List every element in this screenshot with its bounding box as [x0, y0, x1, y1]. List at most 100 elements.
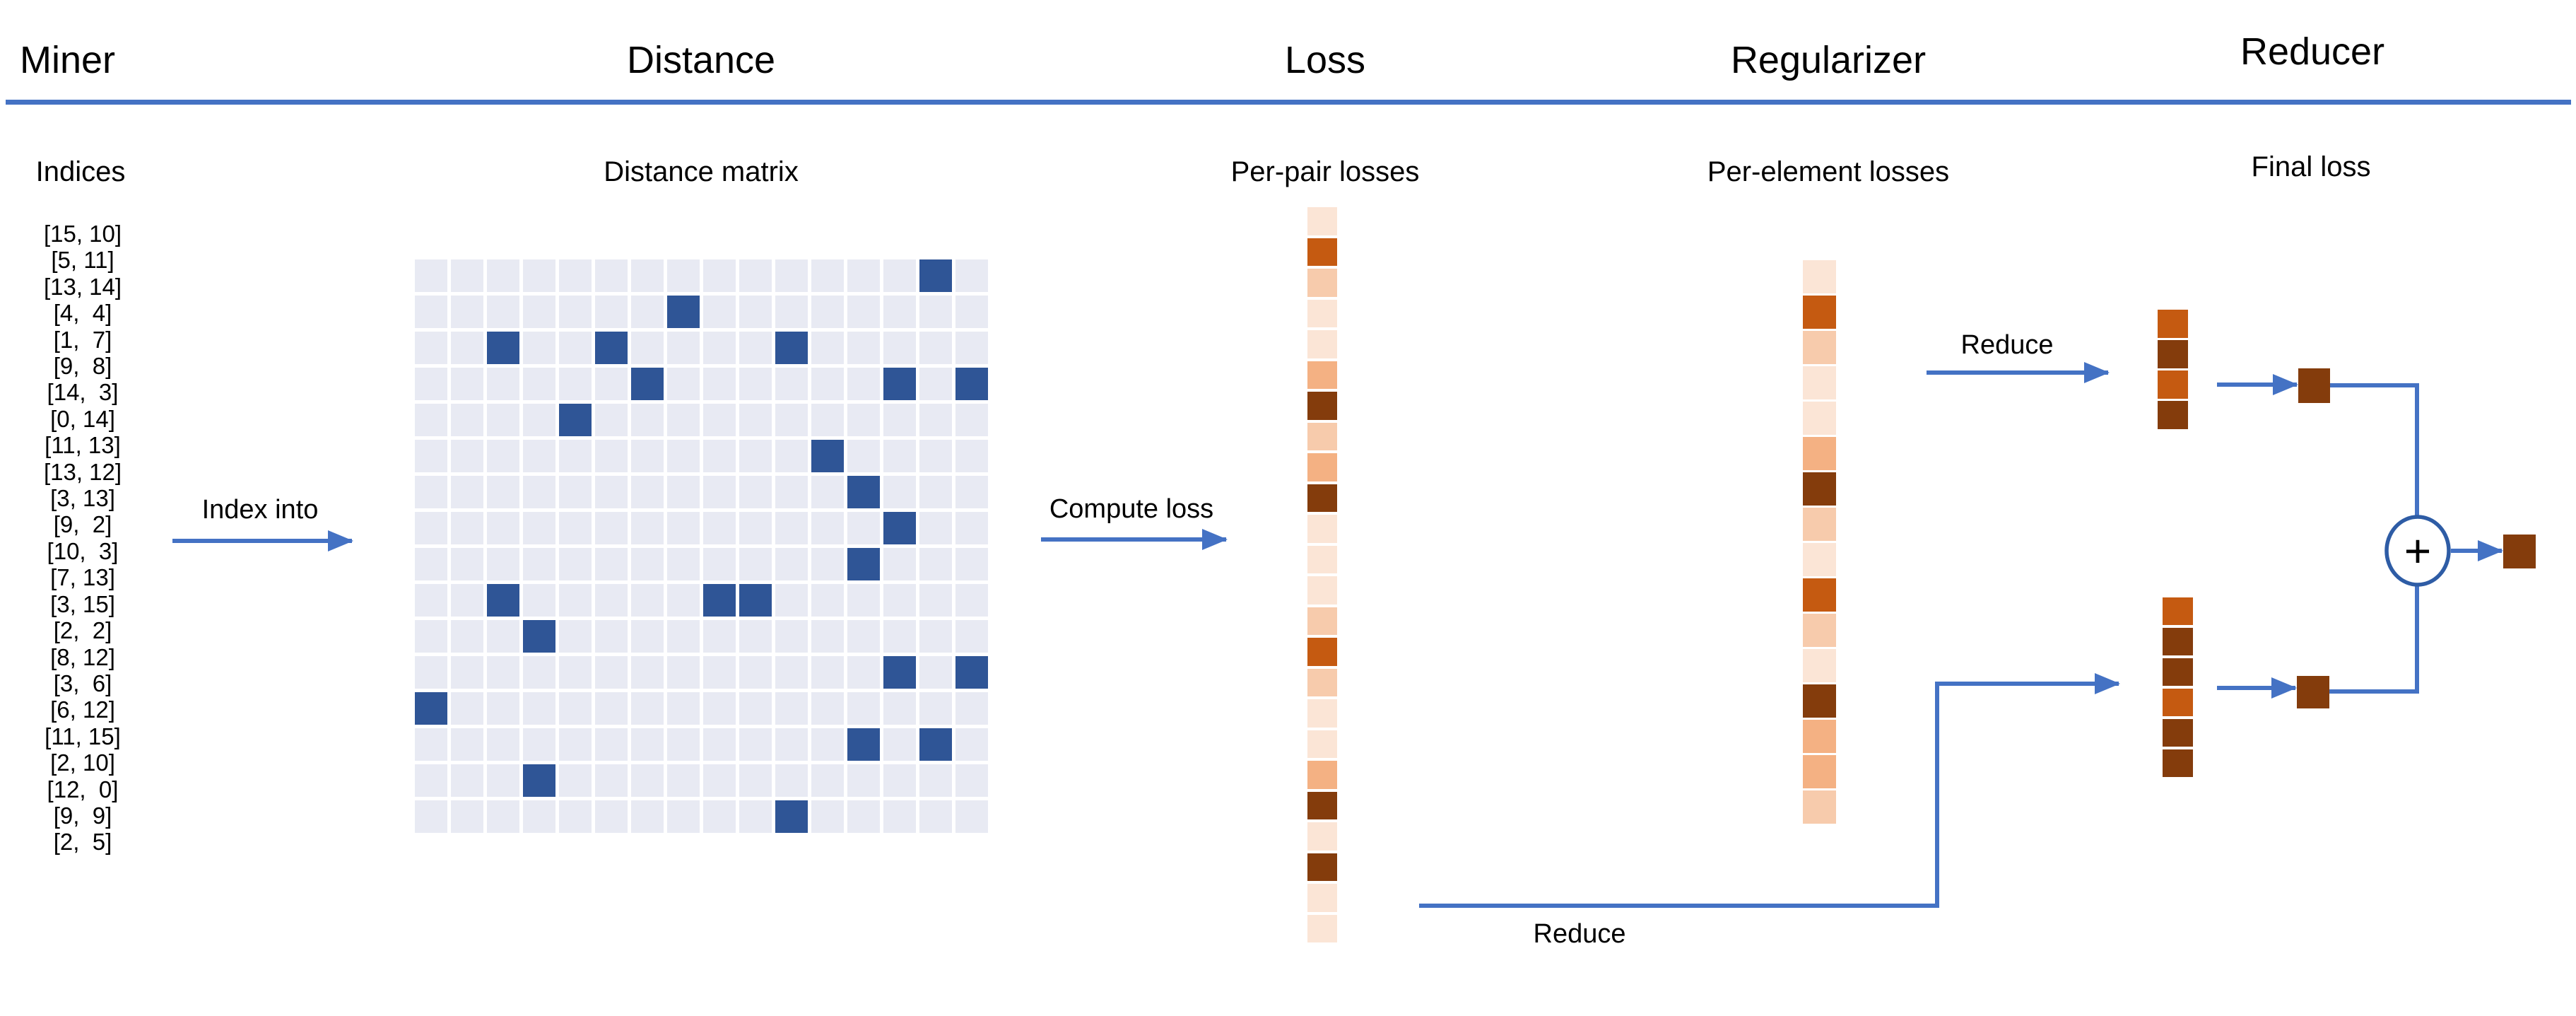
matrix-cell — [667, 476, 700, 508]
matrix-cell — [919, 404, 952, 436]
distance-matrix — [415, 259, 988, 833]
matrix-cell-mined — [847, 728, 880, 761]
matrix-cell — [487, 656, 519, 689]
matrix-cell — [595, 728, 628, 761]
matrix-cell — [883, 332, 916, 364]
per-pair-loss-cell — [1307, 638, 1337, 666]
per-element-loss-cell — [1803, 790, 1836, 824]
matrix-cell-mined — [955, 368, 988, 400]
matrix-cell — [739, 656, 772, 689]
matrix-cell — [667, 440, 700, 472]
matrix-cell — [775, 584, 808, 617]
matrix-cell — [559, 800, 592, 833]
matrix-cell — [415, 764, 447, 797]
matrix-cell — [847, 764, 880, 797]
per-pair-loss-cell — [1307, 361, 1337, 389]
matrix-cell — [775, 404, 808, 436]
final-loss-square — [2503, 535, 2536, 568]
matrix-cell — [523, 800, 555, 833]
matrix-cell — [883, 404, 916, 436]
per-pair-loss-cell — [1307, 761, 1337, 789]
matrix-cell — [775, 656, 808, 689]
column-title-distance: Distance — [626, 39, 776, 81]
matrix-cell-mined — [811, 440, 844, 472]
index-pair: [13, 14] — [43, 273, 122, 300]
matrix-cell — [487, 620, 519, 653]
matrix-cell — [739, 800, 772, 833]
column-title-miner: Miner — [20, 39, 116, 81]
matrix-cell — [955, 404, 988, 436]
matrix-cell — [667, 548, 700, 580]
index-pair: [10, 3] — [47, 537, 119, 564]
per-pair-loss-cell — [1307, 453, 1337, 481]
matrix-cell — [631, 332, 664, 364]
matrix-cell — [739, 332, 772, 364]
matrix-cell — [631, 692, 664, 725]
matrix-cell — [775, 368, 808, 400]
matrix-cell — [667, 620, 700, 653]
matrix-cell — [559, 332, 592, 364]
matrix-cell — [739, 368, 772, 400]
matrix-cell — [883, 548, 916, 580]
column-title-reducer: Reducer — [2240, 30, 2385, 73]
matrix-cell — [811, 332, 844, 364]
index-pair: [15, 10] — [43, 221, 122, 247]
per-element-loss-cell — [1803, 508, 1836, 541]
matrix-cell — [415, 332, 447, 364]
matrix-cell — [595, 259, 628, 292]
reduced-loss-cell — [2158, 340, 2188, 368]
index-pair: [1, 7] — [53, 326, 112, 353]
per-pair-loss-cell — [1307, 207, 1337, 235]
matrix-cell — [595, 620, 628, 653]
matrix-cell — [595, 512, 628, 544]
matrix-cell-mined — [919, 259, 952, 292]
matrix-cell — [523, 656, 555, 689]
matrix-cell — [919, 764, 952, 797]
matrix-cell — [775, 476, 808, 508]
matrix-cell — [955, 332, 988, 364]
matrix-cell — [739, 764, 772, 797]
index-pair: [6, 12] — [50, 696, 115, 723]
matrix-cell — [883, 620, 916, 653]
matrix-cell — [451, 259, 483, 292]
matrix-cell — [847, 440, 880, 472]
matrix-cell — [955, 548, 988, 580]
per-element-loss-cell — [1803, 260, 1836, 293]
matrix-cell — [631, 764, 664, 797]
matrix-cell — [955, 764, 988, 797]
matrix-cell — [415, 800, 447, 833]
matrix-cell — [847, 259, 880, 292]
matrix-cell — [631, 548, 664, 580]
matrix-cell-mined — [775, 800, 808, 833]
matrix-cell — [559, 476, 592, 508]
matrix-cell-mined — [703, 584, 736, 617]
index-pair: [9, 8] — [53, 353, 112, 380]
matrix-cell — [919, 656, 952, 689]
matrix-cell — [595, 692, 628, 725]
matrix-cell — [847, 368, 880, 400]
matrix-cell-mined — [847, 476, 880, 508]
matrix-cell — [883, 764, 916, 797]
matrix-cell — [667, 800, 700, 833]
subtitle-distance-matrix: Distance matrix — [604, 156, 799, 187]
matrix-cell — [955, 692, 988, 725]
matrix-cell — [847, 692, 880, 725]
matrix-cell — [487, 800, 519, 833]
per-element-loss-cell — [1803, 578, 1836, 612]
per-pair-loss-cell — [1307, 699, 1337, 728]
matrix-cell — [667, 404, 700, 436]
matrix-cell — [451, 404, 483, 436]
label-reduce-top: Reduce — [1960, 330, 2054, 360]
matrix-cell — [559, 259, 592, 292]
reduced-loss-cell — [2158, 370, 2188, 399]
matrix-cell — [739, 296, 772, 328]
square-bottom-to-sum-path — [2329, 585, 2419, 694]
matrix-cell — [919, 368, 952, 400]
matrix-cell — [883, 476, 916, 508]
matrix-cell — [847, 656, 880, 689]
matrix-cell — [415, 656, 447, 689]
matrix-cell — [811, 620, 844, 653]
matrix-cell — [775, 548, 808, 580]
matrix-cell — [775, 764, 808, 797]
